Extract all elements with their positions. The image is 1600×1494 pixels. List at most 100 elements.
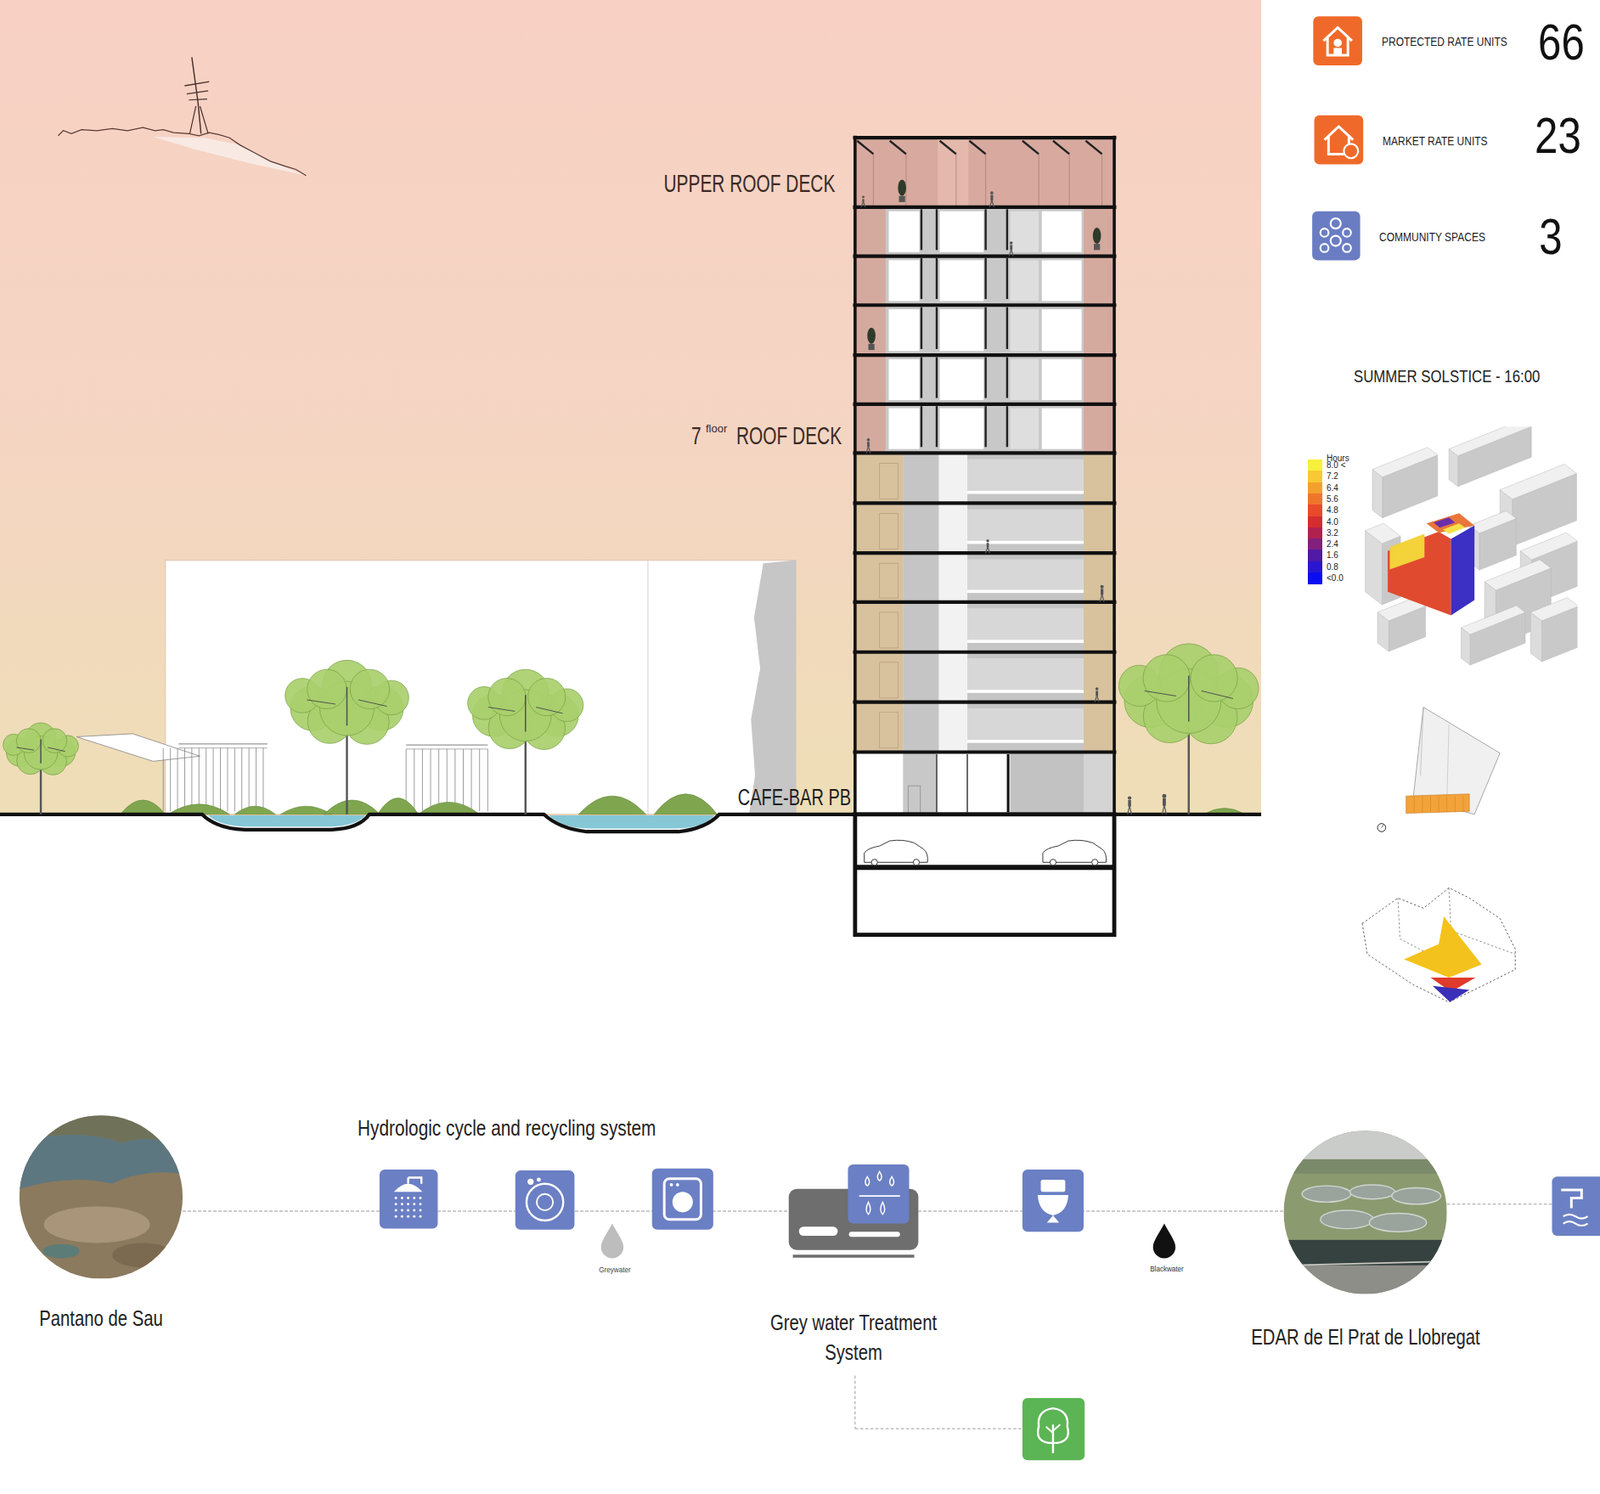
stat-icon: [1330, 236, 1341, 247]
legend-swatch: [1307, 482, 1323, 495]
person: [1009, 241, 1014, 245]
planting-mound: [280, 805, 332, 815]
building-section: [984, 357, 986, 399]
water-cycle: [394, 1183, 423, 1193]
building-section: [885, 207, 1084, 257]
tree: [1201, 690, 1234, 699]
water-cycle: [406, 1215, 410, 1218]
building-section: [1006, 357, 1009, 399]
building-section: [938, 702, 968, 753]
building-section: [855, 702, 903, 753]
person: [1094, 695, 1097, 703]
building-section: [1083, 602, 1115, 653]
building-section: [938, 502, 968, 553]
building-section: [885, 404, 1084, 454]
building-section: [940, 309, 985, 351]
solar-study: [1365, 523, 1401, 544]
tree: [488, 678, 526, 716]
sky-background: [0, 0, 1262, 816]
person: [990, 191, 994, 195]
annotation-label: floor: [705, 422, 727, 434]
building-section: [852, 135, 1116, 140]
water-cycle: [536, 1194, 553, 1211]
building-section: [855, 256, 886, 306]
building-section: [855, 404, 886, 454]
building-section: [938, 552, 968, 603]
reservoir-photo: [112, 1242, 174, 1268]
solar-study: [1520, 532, 1578, 560]
solar-study: [1461, 605, 1526, 635]
person: [1162, 805, 1165, 815]
mountain-sketch: [186, 90, 209, 95]
building-section: [855, 207, 886, 257]
annotation-label: SUMMER SOLSTICE - 16:00: [1353, 366, 1540, 385]
tree: [346, 687, 348, 726]
building-section: [885, 256, 1084, 306]
water-cycle: [400, 1196, 404, 1200]
building-section: [855, 502, 903, 553]
pergola: [226, 748, 228, 812]
building-section: [879, 612, 899, 648]
person: [1008, 241, 1014, 256]
building-section: [1083, 702, 1115, 753]
annotation-label: 3: [1538, 211, 1562, 263]
annotation-label: Hydrologic cycle and recycling system: [357, 1116, 656, 1139]
water-cycle: [672, 1191, 693, 1212]
water-cycle: [865, 1176, 870, 1186]
pergola: [234, 748, 236, 812]
solar-study: [1442, 523, 1465, 534]
building-section: [855, 304, 886, 355]
pergola: [191, 748, 192, 812]
planting-mound: [578, 795, 646, 815]
mountain-sketch: [199, 106, 209, 134]
tree: [488, 707, 515, 712]
legend-swatch: [1307, 493, 1323, 506]
planting-mound: [653, 794, 717, 815]
mountain-sketch: [188, 99, 208, 101]
person: [1127, 795, 1132, 800]
legend-label: 4.8: [1326, 506, 1339, 515]
building-section: [935, 307, 938, 350]
treatment-plant-photo: [1283, 1130, 1447, 1294]
building-section: [1006, 258, 1009, 299]
reservoir-photo: [42, 1244, 79, 1259]
person: [986, 542, 990, 547]
treatment-plant-photo: [1320, 1210, 1374, 1229]
reservoir-photo: [19, 1115, 183, 1279]
person: [862, 201, 865, 207]
building-section: [1007, 754, 1010, 812]
water-cycle: [1037, 1194, 1069, 1223]
person: [989, 199, 992, 208]
legend-swatch: [1307, 516, 1323, 529]
pergola: [76, 733, 488, 812]
water-cycle: [670, 1183, 674, 1187]
water-cycle: [394, 1196, 398, 1200]
water-cycle: [419, 1215, 423, 1218]
building-section: [1009, 408, 1039, 450]
building-section: [885, 304, 1084, 355]
stat-icon: [1333, 39, 1342, 48]
mountain-sketch: [191, 56, 202, 134]
building-section: [902, 702, 1084, 753]
annotation-label: Greywater: [598, 1266, 631, 1274]
legend-label: 3.2: [1326, 529, 1339, 538]
building-section: [1083, 752, 1115, 815]
building-section: [967, 558, 1084, 592]
water-cycle: [412, 1196, 416, 1200]
plant: [867, 327, 876, 350]
building-section: [852, 253, 1116, 258]
building-section: [879, 712, 899, 749]
building-section: [1009, 309, 1039, 351]
person: [1162, 798, 1167, 806]
car: [1042, 839, 1107, 866]
water-cycle: [1046, 1426, 1054, 1433]
legend-label: 8.0 <: [1326, 461, 1347, 470]
building-section: [940, 259, 985, 301]
building-section: [920, 208, 923, 250]
building-section: [1083, 256, 1115, 306]
water-cycle: [536, 1177, 541, 1183]
background-block: [165, 560, 797, 815]
photo-circle: Pantano de Sau: [19, 1115, 183, 1279]
water-cycle: [847, 1164, 909, 1224]
